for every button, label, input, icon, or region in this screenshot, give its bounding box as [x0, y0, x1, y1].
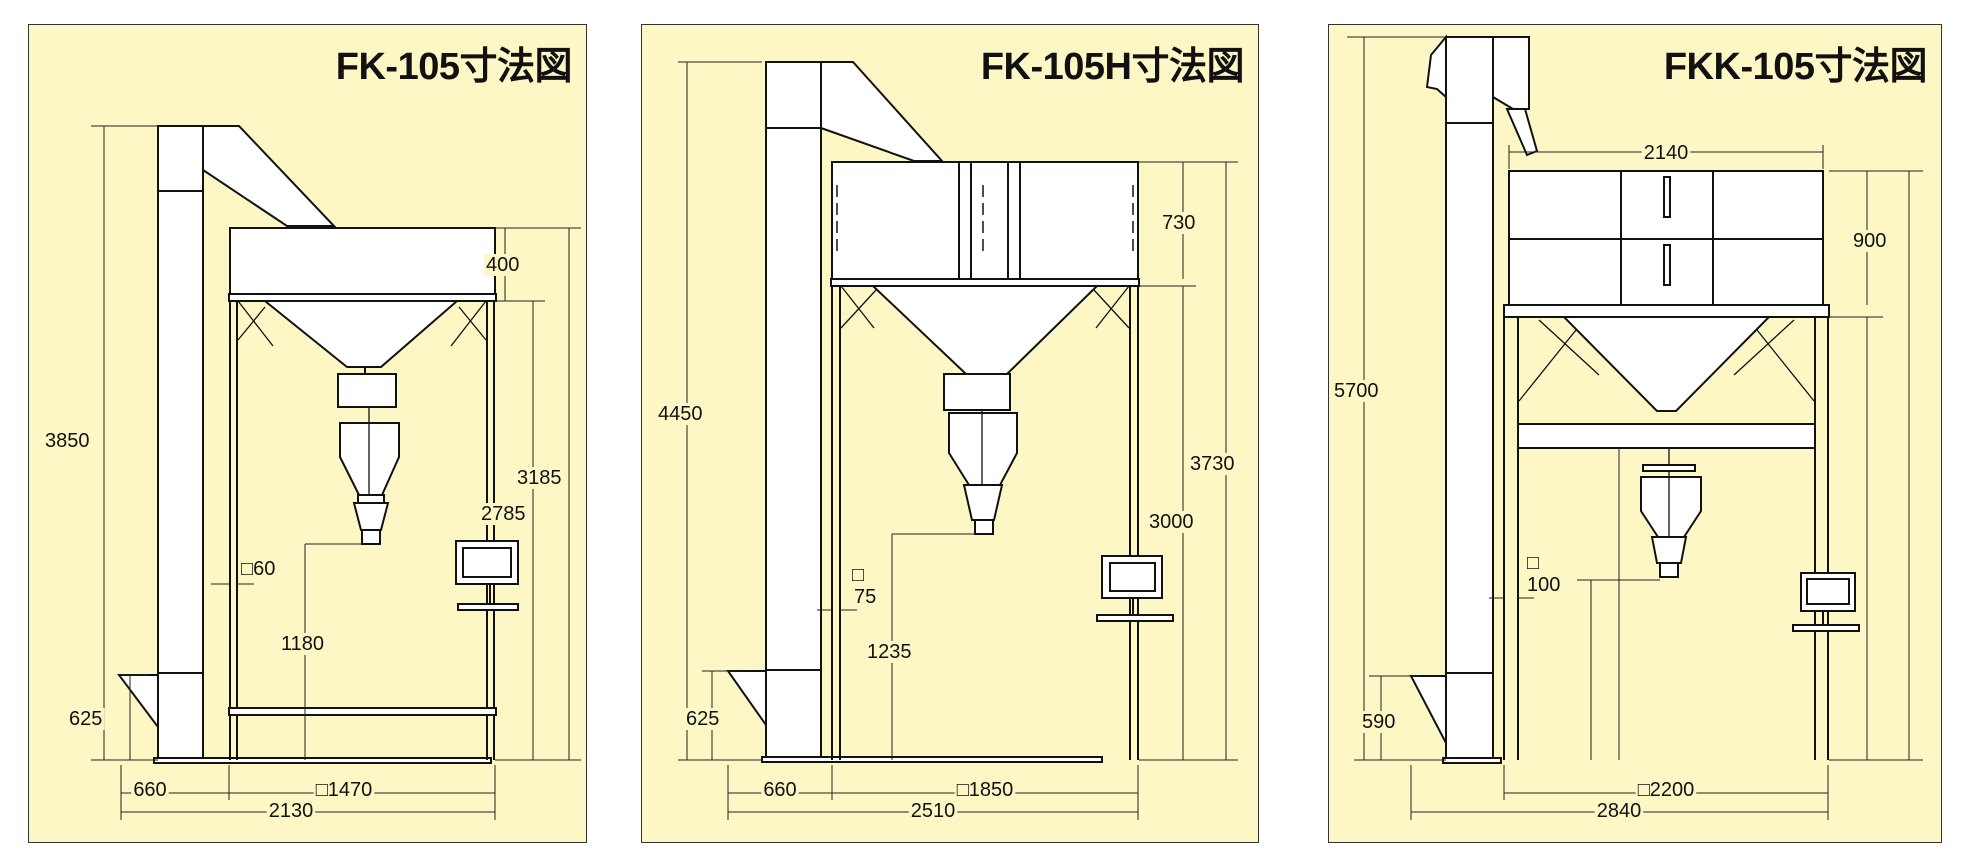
dim-frame-width: □1850	[957, 779, 1014, 801]
tank	[831, 161, 1139, 280]
dim-label-bg	[1147, 511, 1196, 533]
fkk105-drawing: 5700 2140 900 □ 100 590 □2200 2840	[1332, 34, 1923, 822]
fk105-drawing: 3850 3185 2785 400 □60 1180 625 660 □147…	[43, 125, 581, 822]
dim-hopper-height: 400	[486, 254, 519, 276]
base-plate	[1442, 757, 1502, 764]
dim-inlet-height: 625	[69, 708, 102, 730]
weigher-box	[943, 373, 1011, 411]
dim-label-bg	[761, 779, 799, 801]
feed-hopper	[1409, 675, 1447, 744]
dim-label-bg	[865, 641, 914, 663]
dim-leg-height: 2785	[481, 503, 526, 525]
weigh-hopper	[1640, 476, 1702, 538]
dim-post-size: 75	[854, 586, 876, 608]
dim-label-bg	[266, 800, 316, 822]
dim-elevator-offset: 660	[763, 779, 796, 801]
dim-label-bg	[313, 779, 375, 801]
base-plate	[153, 757, 492, 764]
discharge-head	[1492, 36, 1530, 110]
dim-frame-width: □1470	[316, 779, 373, 801]
dim-inlet-height: 590	[1362, 711, 1395, 733]
dim-hopper-height: 730	[1162, 212, 1195, 234]
dim-label-bg	[1641, 142, 1691, 164]
hopper-cone	[870, 285, 1100, 375]
dim-frame-height: 3185	[517, 467, 562, 489]
dim-post-box: □	[1527, 552, 1539, 574]
dim-label-bg	[43, 430, 92, 452]
elevator-column	[157, 125, 204, 761]
discharge-chute	[202, 125, 337, 227]
panel-title: FK-105H寸法図	[980, 46, 1245, 88]
frame-crossbar	[1517, 423, 1816, 449]
hopper-cone	[262, 300, 460, 368]
dim-label-bg	[850, 564, 867, 586]
dim-label-bg	[131, 779, 169, 801]
outlet-nozzle	[352, 502, 390, 531]
control-shelf	[1096, 614, 1174, 622]
control-shelf	[457, 603, 519, 611]
diagram-panel-fk105: FK-105寸法図	[28, 24, 587, 843]
fk105h-drawing: 4450 3730 3000 730 □ 75 1235 625 660 □18…	[656, 61, 1238, 822]
dim-label-bg	[1851, 230, 1889, 252]
dim-label-bg	[1332, 380, 1381, 402]
weigher-box	[337, 373, 397, 408]
dim-label-bg	[1635, 779, 1697, 801]
weigh-hopper	[948, 412, 1018, 486]
dim-total-height: 5700	[1334, 380, 1379, 402]
diagram-panel-fk105h: FK-105H寸法図	[641, 24, 1259, 843]
dim-elevator-offset: 660	[133, 779, 166, 801]
dim-total-width: 2840	[1597, 800, 1642, 822]
dim-label-bg	[1594, 800, 1644, 822]
base-plate	[761, 756, 1103, 763]
dim-total-width: 2510	[911, 800, 956, 822]
dim-post-box: □	[852, 564, 864, 586]
dim-total-width: 2130	[269, 800, 314, 822]
diagram-panel-fkk105: FKK-105寸法図	[1328, 24, 1942, 843]
dim-label-bg	[1160, 212, 1198, 234]
dim-label-bg	[954, 779, 1016, 801]
dim-post-size: □60	[241, 558, 275, 580]
dim-label-bg	[1360, 711, 1398, 733]
outlet-nozzle	[1650, 536, 1688, 564]
dim-outlet-height: 1235	[867, 641, 912, 663]
discharge-spout	[1505, 108, 1539, 157]
dim-frame-width: □2200	[1638, 779, 1695, 801]
dim-hopper-width: 2140	[1644, 142, 1689, 164]
control-shelf	[1792, 624, 1860, 632]
dim-label-bg	[515, 467, 564, 489]
dim-label-bg	[684, 708, 722, 730]
elevator-column	[765, 61, 822, 761]
dim-inlet-height: 625	[686, 708, 719, 730]
dim-leg-height: 3000	[1149, 511, 1194, 533]
dim-total-height: 3850	[45, 430, 90, 452]
dim-label-bg	[1525, 552, 1542, 574]
discharge-chute	[820, 61, 945, 162]
dim-total-height: 4450	[658, 403, 703, 425]
dim-label-bg	[484, 254, 522, 276]
dim-label-bg	[67, 708, 105, 730]
dim-label-bg	[1525, 574, 1563, 596]
outlet-nozzle	[962, 484, 1004, 521]
elevator-head	[1425, 34, 1447, 100]
elevator-column	[1445, 36, 1494, 762]
dim-outlet-height: 1180	[281, 633, 324, 655]
panel-title: FKK-105寸法図	[1663, 46, 1928, 88]
dim-label-bg	[479, 503, 528, 525]
dim-post-size: 100	[1527, 574, 1560, 596]
dim-label-bg	[852, 586, 879, 608]
panel-title: FK-105寸法図	[335, 46, 573, 88]
hopper-cone	[1561, 316, 1772, 412]
dim-label-bg	[239, 558, 278, 580]
feed-hopper	[726, 670, 767, 729]
tank	[229, 227, 496, 295]
dim-label-bg	[908, 800, 958, 822]
dim-label-bg	[656, 403, 705, 425]
dim-frame-height: 3730	[1190, 453, 1235, 475]
dim-label-bg	[1188, 453, 1237, 475]
feed-hopper	[117, 674, 159, 730]
dim-hopper-height: 900	[1853, 230, 1886, 252]
dim-label-bg	[279, 633, 327, 655]
frame-crossbar	[228, 707, 497, 716]
